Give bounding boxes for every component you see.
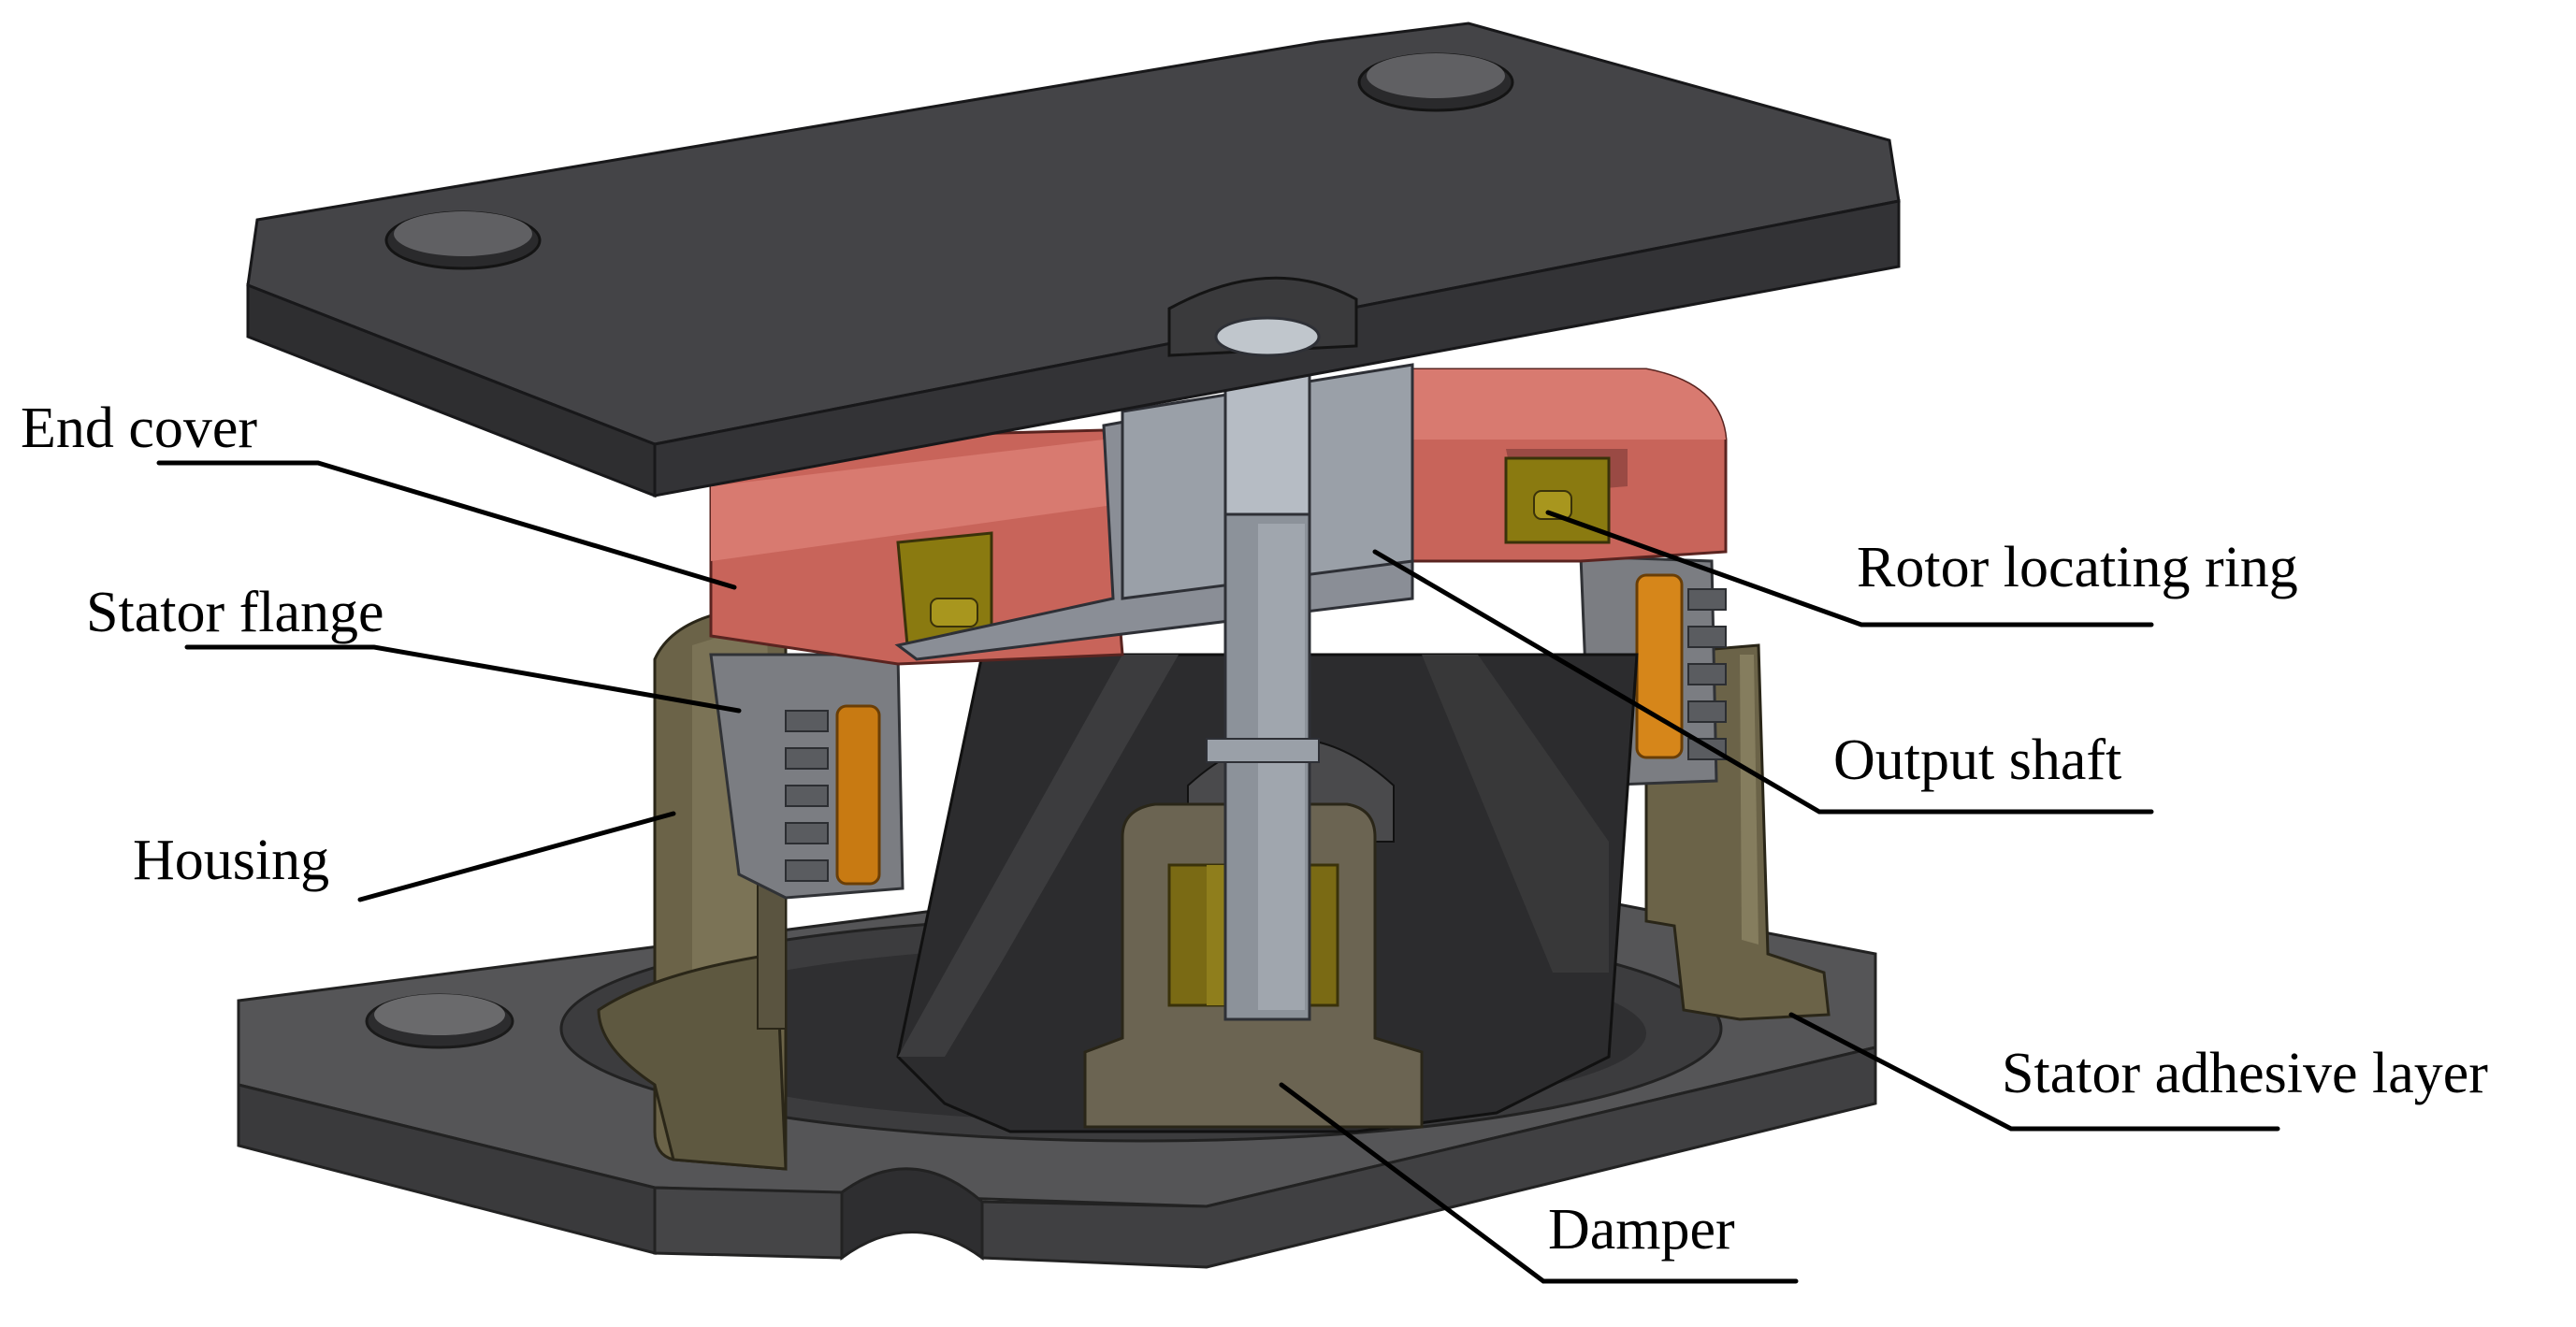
coils	[835, 573, 1684, 886]
label-rotor-locating-ring: Rotor locating ring	[1857, 536, 2298, 599]
leader-end-cover	[156, 460, 737, 590]
leader-lines	[156, 460, 2280, 1284]
rotor-locating-ring	[896, 456, 1611, 647]
label-output-shaft: Output shaft	[1833, 728, 2121, 792]
label-damper: Damper	[1548, 1198, 1735, 1262]
labels: End cover Stator flange Housing Rotor lo…	[21, 397, 2488, 1262]
label-end-cover: End cover	[21, 397, 257, 460]
leader-output-shaft	[1372, 549, 2154, 815]
label-stator-adhesive-layer: Stator adhesive layer	[2002, 1042, 2488, 1105]
leader-stator-flange	[184, 644, 742, 714]
leader-damper	[1279, 1082, 1799, 1284]
top-plate	[246, 22, 1901, 498]
label-housing: Housing	[133, 829, 329, 892]
leader-rotor-locating-ring	[1545, 510, 2154, 627]
label-stator-flange: Stator flange	[86, 581, 384, 644]
leader-stator-adhesive-layer	[1788, 1012, 2280, 1132]
leader-housing	[357, 811, 676, 902]
